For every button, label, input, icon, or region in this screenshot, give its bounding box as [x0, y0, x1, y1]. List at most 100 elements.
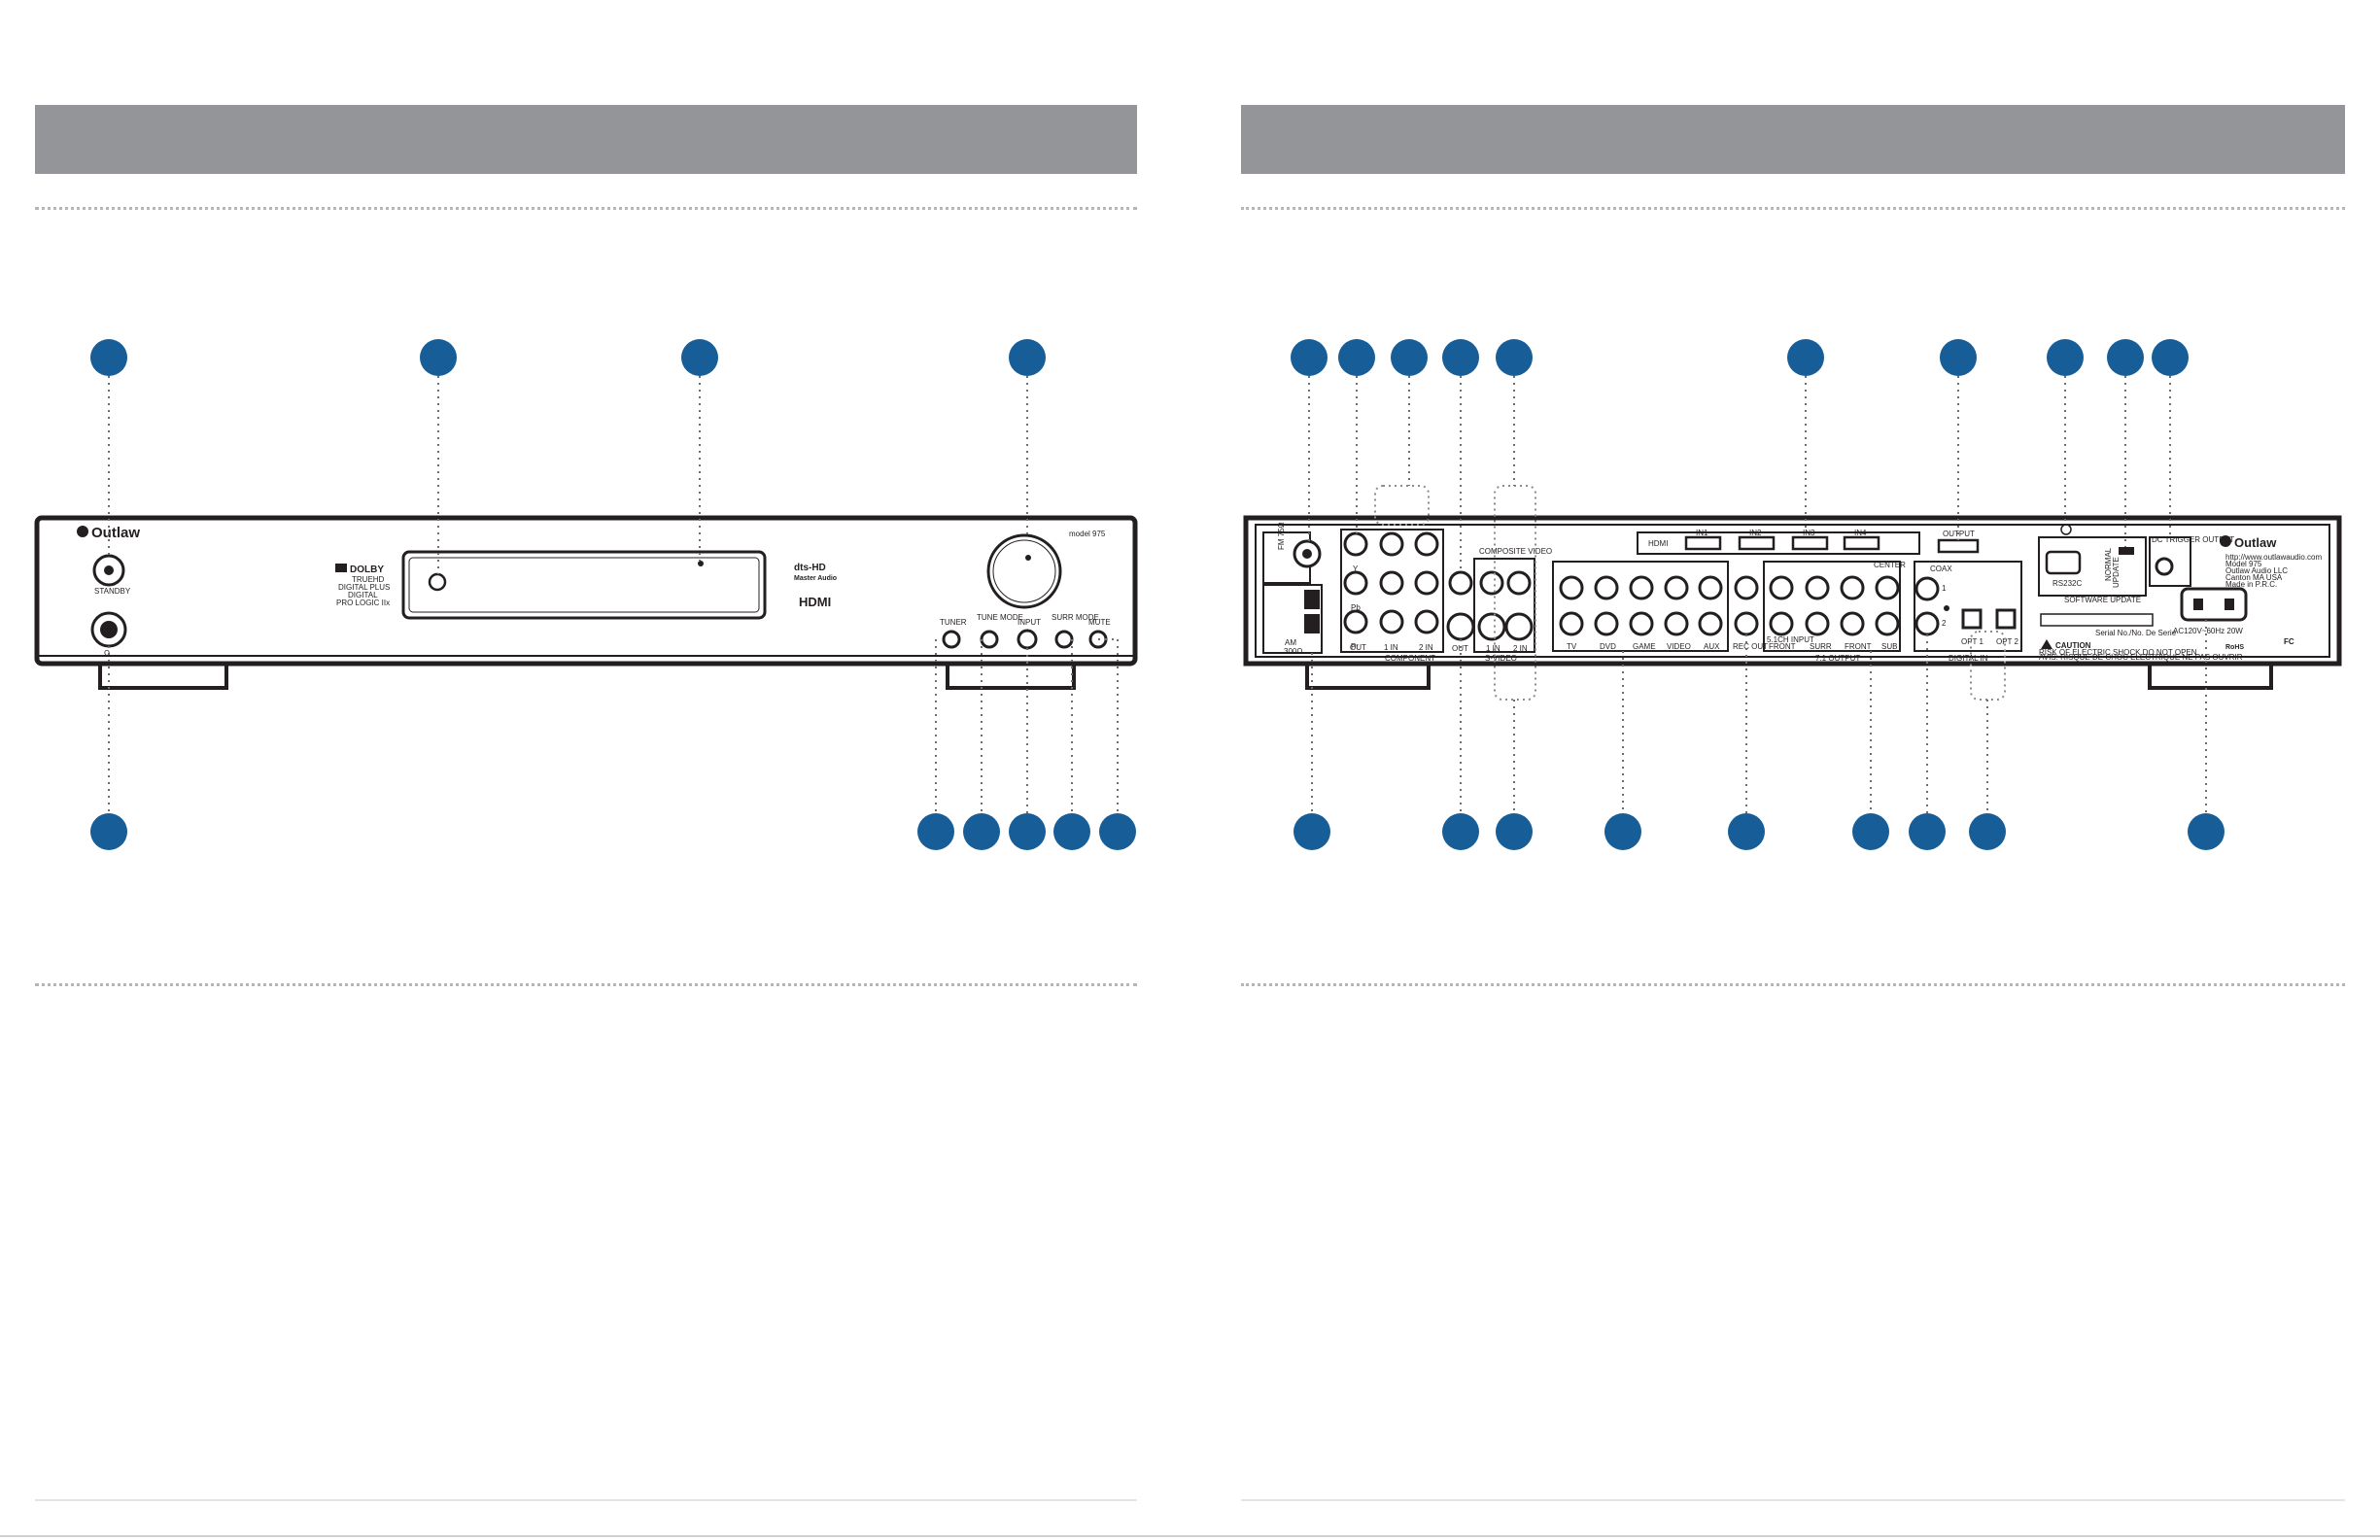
am-terminal-bottom[interactable]	[1304, 614, 1320, 633]
game-audio-right-jack[interactable]	[1629, 611, 1654, 636]
callout-rear-hdmi-in	[1787, 339, 1824, 376]
am-label: AM	[1285, 638, 1296, 647]
out-center-jack[interactable]	[1875, 575, 1900, 600]
software-update-box	[2038, 536, 2147, 597]
coax-in1-jack[interactable]	[1914, 576, 1940, 601]
component-1in-pb-jack[interactable]	[1379, 570, 1404, 596]
address-line-0: http://www.outlawaudio.com	[2225, 553, 2322, 562]
callout-rear-trigger	[2152, 339, 2189, 376]
composite-monitor-out-jack[interactable]	[1448, 570, 1473, 596]
out-col-front2: FRONT	[1845, 642, 1872, 651]
am-sub-label: 300Ω	[1284, 647, 1302, 656]
coax-in2-jack[interactable]	[1914, 611, 1940, 636]
video-audio-left-jack[interactable]	[1664, 575, 1689, 600]
svideo-in2-jack[interactable]	[1504, 612, 1534, 641]
game-audio-left-jack[interactable]	[1629, 575, 1654, 600]
tune-mode-button[interactable]	[980, 630, 999, 649]
front-display-window	[401, 550, 767, 620]
input-button[interactable]	[1017, 629, 1038, 650]
rs232-port[interactable]	[2045, 550, 2082, 575]
video-audio-right-jack[interactable]	[1664, 611, 1689, 636]
rec-out-right-jack[interactable]	[1734, 611, 1759, 636]
component-jacks	[1343, 531, 1439, 634]
rear-leader-lines	[1308, 376, 2207, 814]
dvd-audio-left-jack[interactable]	[1594, 575, 1619, 600]
hdmi-in3-port[interactable]	[1791, 535, 1829, 551]
tv-audio-right-jack[interactable]	[1559, 611, 1584, 636]
hdmi-in4-port[interactable]	[1843, 535, 1880, 551]
surr-mode-button[interactable]	[1054, 630, 1074, 649]
component-out-pb-jack[interactable]	[1343, 570, 1368, 596]
volume-knob[interactable]	[986, 533, 1062, 609]
svideo-col-1in: 1 IN	[1486, 644, 1500, 653]
dvd-audio-right-jack[interactable]	[1594, 611, 1619, 636]
rec-out-left-jack[interactable]	[1734, 575, 1759, 600]
out-front-right-jack[interactable]	[1840, 611, 1865, 636]
rear-right-foot	[2148, 661, 2273, 690]
update-switch[interactable]	[2119, 547, 2134, 555]
software-update-label: SOFTWARE UPDATE	[2064, 596, 2141, 604]
multi-in-front-right-jack[interactable]	[1769, 611, 1794, 636]
component-out-y-jack[interactable]	[1343, 531, 1368, 557]
svideo-in1-jack[interactable]	[1477, 612, 1506, 641]
component-2in-y-jack[interactable]	[1414, 531, 1439, 557]
dolby-line-3: DIGITAL	[348, 591, 378, 599]
multi-in-front-left-jack[interactable]	[1769, 575, 1794, 600]
output-71-group-label: 7.1 OUTPUT	[1815, 654, 1860, 663]
optical-in1-port[interactable]	[1961, 608, 1983, 630]
tuner-button[interactable]	[942, 630, 961, 649]
callout-rear-hdmi-out	[1940, 339, 1977, 376]
component-1in-y-jack[interactable]	[1379, 531, 1404, 557]
dolby-line-1: TRUEHD	[352, 575, 385, 584]
analog-input-video: VIDEO	[1667, 642, 1691, 651]
front-panel: Outlaw model 975 STANDBY Ω DOLBY TRUEHD …	[34, 515, 1138, 690]
opt1-label: OPT 1	[1961, 637, 1984, 646]
hdmi-in2-label: IN2	[1749, 529, 1762, 537]
out-surr-left-jack[interactable]	[1805, 575, 1830, 600]
serial-box	[2040, 613, 2154, 627]
out-front-left-jack[interactable]	[1840, 575, 1865, 600]
ac-rating-label: AC120V~60Hz 20W	[2173, 627, 2243, 635]
svideo-out-jack[interactable]	[1446, 612, 1475, 641]
out-surr-right-jack[interactable]	[1805, 611, 1830, 636]
switch-normal-label: NORMAL	[2104, 547, 2113, 581]
front-callouts	[90, 339, 1136, 850]
digital-in-box	[1914, 561, 2022, 652]
hdmi-in1-port[interactable]	[1684, 535, 1722, 551]
out-sub-jack[interactable]	[1875, 611, 1900, 636]
ac-inlet[interactable]	[2180, 587, 2248, 622]
analog-inputs-box	[1552, 561, 1729, 652]
component-out-pr-jack[interactable]	[1343, 609, 1368, 634]
left-footer-rule	[35, 1499, 1137, 1501]
component-2in-pb-jack[interactable]	[1414, 570, 1439, 596]
caution-triangle-icon	[2041, 639, 2052, 649]
hdmi-in2-port[interactable]	[1738, 535, 1776, 551]
am-terminal-top[interactable]	[1304, 590, 1320, 609]
component-1in-pr-jack[interactable]	[1379, 609, 1404, 634]
component-2in-pr-jack[interactable]	[1414, 609, 1439, 634]
coax-num-1: 1	[1942, 584, 1947, 593]
optical-in2-port[interactable]	[1995, 608, 2017, 630]
composite-in1-jack[interactable]	[1479, 570, 1504, 596]
trigger-label: DC TRIGGER OUTPUT	[2152, 535, 2234, 544]
composite-in2-jack[interactable]	[1506, 570, 1532, 596]
standby-label: STANDBY	[94, 587, 131, 596]
outlaw-emblem-icon	[77, 526, 88, 537]
aux-audio-left-jack[interactable]	[1698, 575, 1723, 600]
tv-audio-left-jack[interactable]	[1559, 575, 1584, 600]
hdmi-in1-label: IN1	[1696, 529, 1708, 537]
out-col-surr: SURR	[1810, 642, 1832, 651]
switch-update-label: UPDATE	[2112, 557, 2121, 588]
hdmi-output-port[interactable]	[1937, 538, 1980, 554]
aux-audio-right-jack[interactable]	[1698, 611, 1723, 636]
callout-front-tuner	[917, 813, 954, 850]
analog-input-dvd: DVD	[1600, 642, 1616, 651]
trigger-output-jack[interactable]	[2155, 557, 2174, 576]
rear-outlaw-emblem-icon	[2220, 535, 2231, 547]
component-col-2in: 2 IN	[1419, 643, 1433, 652]
left-lower-dotted-rule	[35, 983, 1137, 986]
callout-front-input	[1009, 813, 1046, 850]
callout-front-surr-mode	[1053, 813, 1090, 850]
out-col-sub: SUB	[1881, 642, 1897, 651]
